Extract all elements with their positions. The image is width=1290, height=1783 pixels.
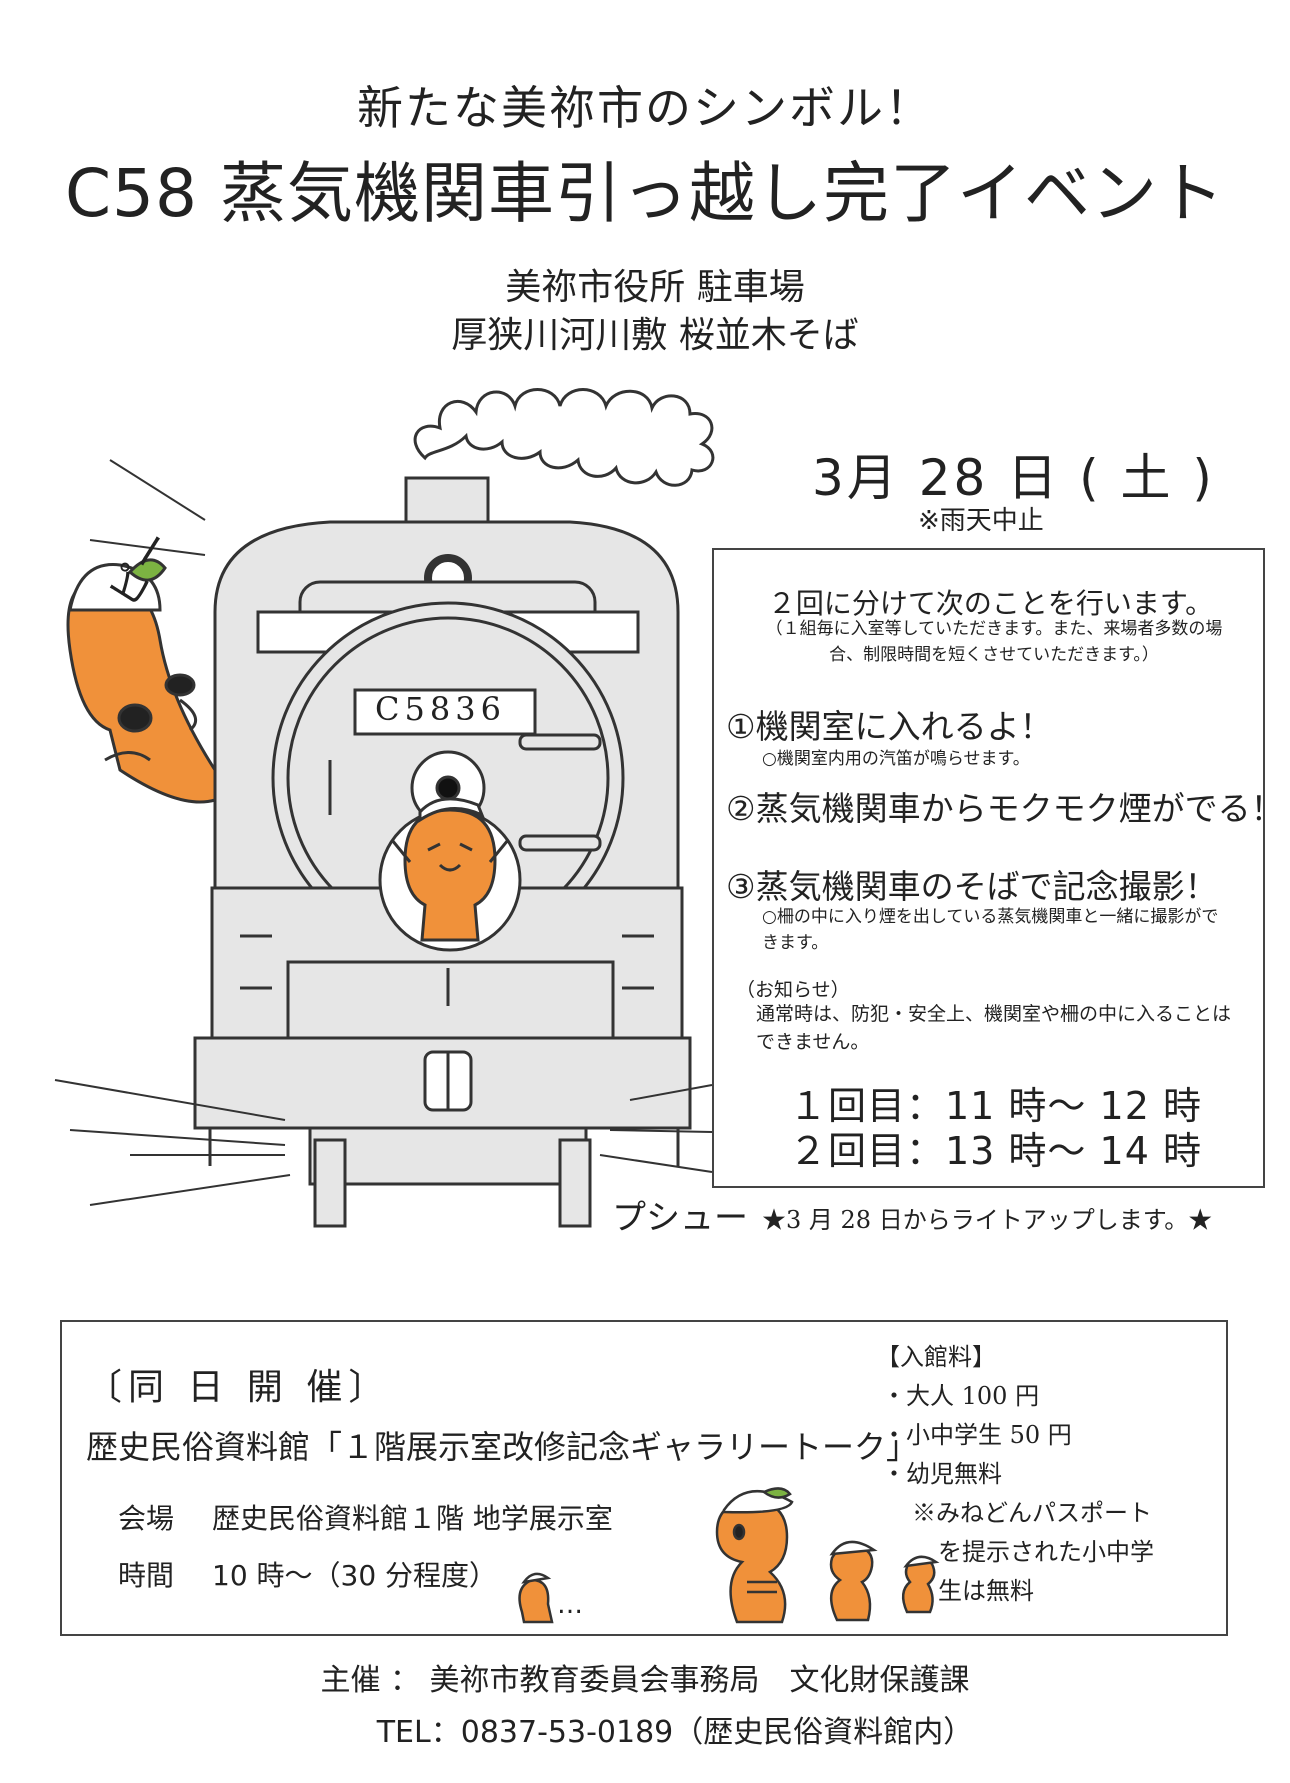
mascot-parade-illustration xyxy=(518,1487,940,1624)
mascot-small-right xyxy=(901,1555,940,1614)
fee-adult: ・大人 100 円 xyxy=(882,1382,1040,1410)
event-date: 3月 28 日 ( 土 ) xyxy=(812,449,1215,507)
mascot-large xyxy=(715,1487,794,1624)
passport-note-1: ※みねどんパスポート xyxy=(912,1499,1152,1527)
notice-body: 通常時は、防犯・安全上、機関室や柵の中に入ることはできません。 xyxy=(756,1003,1232,1053)
same-day-event-box: 〔同 日 開 催〕 歴史民俗資料館「１階展示室改修記念ギャラリートーク」 会場 … xyxy=(60,1320,1228,1636)
session-2: ２回目：13 時～ 14 時 xyxy=(789,1129,1202,1173)
locomotive-number-plate: C5836 xyxy=(375,690,506,728)
steam-locomotive-illustration xyxy=(54,388,715,1228)
session-1: １回目：11 時～ 12 時 xyxy=(789,1084,1202,1128)
fee-student: ・小中学生 50 円 xyxy=(882,1421,1072,1449)
mascot-small-left xyxy=(518,1572,554,1624)
lightup-notice: ★3 月 28 日からライトアップします。★ xyxy=(762,1206,1213,1234)
wheel-left xyxy=(313,1138,347,1228)
program-box: ２回に分けて次のことを行います。 （１組毎に入室等していただきます。また、来場者… xyxy=(712,548,1284,1188)
venue-line-1: 美祢市役所 駐車場 xyxy=(505,267,805,308)
venue-line-2: 厚狭川河川敷 桜並木そば xyxy=(451,315,859,356)
admission-fee-block: 【入館料】 ・大人 100 円 ・小中学生 50 円 ・幼児無料 ※みねどんパス… xyxy=(842,1338,1154,1611)
program-item-2-title: ②蒸気機関車からモクモク煙がでる！ xyxy=(726,789,1284,828)
contact-phone: TEL：0837-53-0189（歴史民俗資料館内） xyxy=(376,1715,974,1750)
organizer: 主催 ： 美祢市教育委員会事務局 文化財保護課 xyxy=(320,1663,970,1698)
smoke-cloud xyxy=(413,388,715,487)
fee-child: ・幼児無料 xyxy=(882,1460,1002,1488)
mascot-center xyxy=(378,797,522,952)
admission-heading: 【入館料】 xyxy=(876,1343,996,1371)
gallery-talk-title: 歴史民俗資料館「１階展示室改修記念ギャラリートーク」 xyxy=(86,1428,919,1466)
program-note: （１組毎に入室等していただきます。また、来場者多数の場合、制限時間を短くさせてい… xyxy=(765,619,1223,665)
venue-label: 会場 xyxy=(118,1502,175,1535)
notice-heading: （お知らせ） xyxy=(736,979,850,1001)
program-item-3-detail: ○柵の中に入り煙を出している蒸気機関車と一緒に撮影ができます。 xyxy=(762,907,1219,953)
venue-value: 歴史民俗資料館１階 地学展示室 xyxy=(212,1502,613,1535)
passport-note-2: を提示された小中学 xyxy=(938,1538,1154,1566)
rain-cancel-note: ※雨天中止 xyxy=(918,506,1044,536)
number-plate xyxy=(353,688,537,736)
mascot-medium xyxy=(829,1540,878,1622)
time-value: 10 時～（30 分程度） xyxy=(212,1559,498,1592)
program-heading: ２回に分けて次のことを行います。 xyxy=(767,587,1214,620)
event-subtitle: 新たな美祢市のシンボル！ xyxy=(357,81,933,135)
mascot-peeking xyxy=(66,558,217,804)
program-item-1-detail: ○機関室内用の汽笛が鳴らせます。 xyxy=(762,749,1030,769)
program-item-1-title: ①機関室に入れるよ！ xyxy=(726,707,1053,746)
wheel-right xyxy=(558,1138,592,1228)
same-day-heading: 〔同 日 開 催〕 xyxy=(86,1367,391,1408)
program-item-3-title: ③蒸気機関車のそばで記念撮影！ xyxy=(726,867,1218,906)
trailing-dots: … xyxy=(557,1590,587,1620)
time-label: 時間 xyxy=(118,1559,175,1592)
event-title: C58 蒸気機関車引っ越し完了イベント xyxy=(64,155,1226,232)
steam-sound-text: プシュー xyxy=(612,1198,748,1238)
passport-note-3: 生は無料 xyxy=(938,1577,1034,1605)
